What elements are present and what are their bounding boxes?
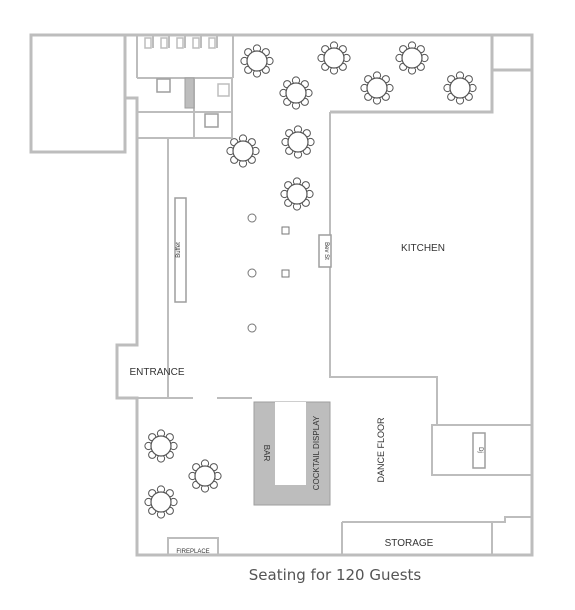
table-top [366, 77, 388, 99]
sink-icon [204, 113, 219, 128]
buffet-table [174, 197, 187, 303]
bar-label: BAR [262, 445, 271, 462]
partition [184, 77, 195, 109]
buffet-label: Buffet [176, 242, 182, 258]
floor-plan: Buffet Bev St BAR COCKTAIL DISPLAY Dj KI… [29, 33, 534, 557]
table-top [194, 465, 216, 487]
column [281, 226, 290, 235]
cocktail-display-label: COCKTAIL DISPLAY [312, 415, 321, 490]
round-table [188, 459, 222, 493]
walls [29, 33, 534, 557]
cocktail-table [247, 213, 257, 223]
beverage-station [318, 234, 332, 268]
sink-icon [156, 78, 171, 93]
table-top [285, 82, 307, 104]
table-top [323, 47, 345, 69]
table-top [401, 47, 423, 69]
table-top [286, 183, 308, 205]
fireplace-label: FIREPLACE [176, 549, 209, 555]
bev-station-label: Bev St [323, 242, 329, 260]
round-table [443, 71, 477, 105]
round-table [280, 177, 314, 211]
table-top [150, 491, 172, 513]
round-table [240, 44, 274, 78]
round-table [281, 125, 315, 159]
table-top [150, 435, 172, 457]
round-table [144, 429, 178, 463]
cocktail-table [247, 323, 257, 333]
round-tables [144, 41, 477, 519]
bar-opening [275, 402, 306, 485]
round-table [279, 76, 313, 110]
table-top [246, 50, 268, 72]
table-top [287, 131, 309, 153]
seating-caption: Seating for 120 Guests [248, 566, 422, 584]
round-table [144, 485, 178, 519]
storage-label: STORAGE [385, 538, 434, 549]
round-table [226, 134, 260, 168]
round-table [360, 71, 394, 105]
dj-booth [472, 432, 486, 469]
cocktail-table [247, 268, 257, 278]
table-top [232, 140, 254, 162]
round-table [317, 41, 351, 75]
entrance-label: ENTRANCE [129, 367, 184, 378]
table-top [449, 77, 471, 99]
dj-label: Dj [477, 447, 483, 453]
column [281, 269, 290, 278]
kitchen-label: KITCHEN [401, 243, 445, 254]
dance-floor-label: DANCE FLOOR [376, 417, 386, 483]
round-table [395, 41, 429, 75]
